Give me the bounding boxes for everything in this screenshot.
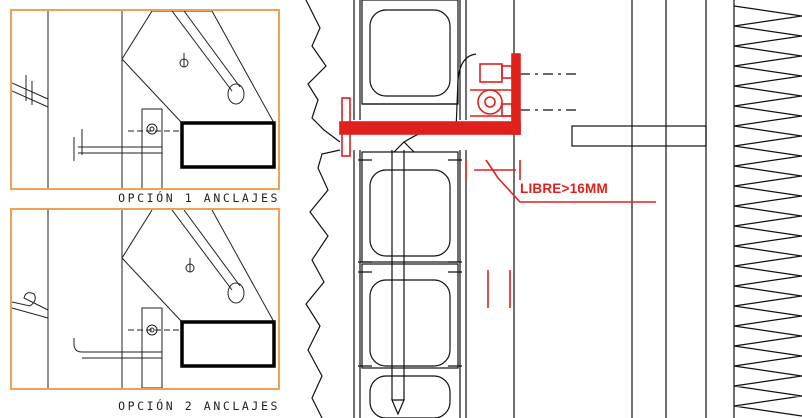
clearance-annotation: LIBRE>16MM (520, 181, 608, 196)
anchor-detail-option-2 (10, 208, 280, 390)
insulation-zigzag (733, 5, 802, 417)
rough-wall-edge-bottom (305, 149, 341, 418)
anchor-detail-drawing-2 (12, 210, 276, 388)
rough-wall-edge-top (305, 0, 341, 143)
anchor-option-1-caption: OPCIÓN 1 ANCLAJES (118, 191, 280, 205)
red-anchor-bracket (339, 53, 656, 308)
anchor-detail-option-1 (10, 9, 280, 190)
anchor-option-2-caption: OPCIÓN 2 ANCLAJES (118, 399, 280, 413)
anchor-detail-drawing-1 (12, 11, 276, 188)
